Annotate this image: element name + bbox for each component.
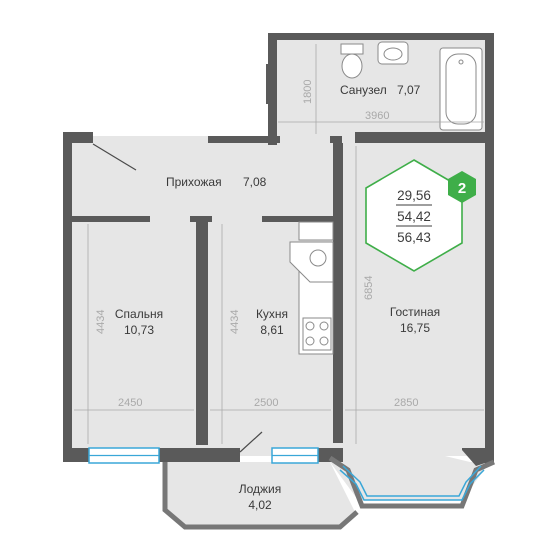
wall-bay-right — [462, 448, 494, 466]
dim-kitchen-height: 4434 — [229, 310, 241, 334]
wall-left-window-stub — [266, 64, 276, 104]
wall-bottom-mid-2 — [318, 448, 343, 462]
kitchen-name: Кухня — [256, 307, 288, 321]
total-with-loggia: 56,43 — [397, 230, 431, 245]
floor-bay — [330, 456, 490, 500]
wall-top-mid-2 — [330, 136, 342, 143]
bay-window-glass — [339, 469, 485, 501]
doors — [92, 143, 263, 453]
floor-loggia — [165, 462, 355, 526]
windows — [88, 447, 319, 464]
bay-window — [328, 455, 496, 509]
kitchen-area: 8,61 — [260, 323, 284, 337]
wall-bottom-left — [63, 448, 91, 462]
toilet-bowl — [341, 53, 363, 79]
bedroom-area: 10,73 — [124, 323, 154, 337]
burner-2 — [319, 321, 329, 331]
loggia-outline — [162, 462, 359, 530]
wall-partition-bed-kitchen — [196, 217, 208, 445]
bathroom-name: Санузел — [340, 83, 387, 97]
hallway-area: 7,08 — [243, 175, 267, 189]
dim-bath-width: 3960 — [365, 110, 389, 122]
dim-living-height: 6854 — [363, 276, 375, 300]
wall-top-left — [63, 132, 93, 143]
dimension-lines — [74, 44, 484, 444]
total-area: 54,42 — [397, 209, 431, 224]
dim-kitchen-width: 2500 — [254, 397, 278, 409]
bathtub-inner — [445, 53, 477, 125]
burner-1 — [305, 321, 315, 331]
toilet-tank — [340, 43, 364, 55]
door-entrance — [92, 143, 137, 171]
wall-bath-right — [485, 33, 494, 138]
loggia-name: Лоджия — [239, 482, 282, 496]
kitchen-fixtures — [289, 221, 334, 355]
wall-bottom-mid — [158, 448, 240, 462]
living-name: Гостиная — [390, 305, 440, 319]
area-summary: 29,56 54,42 56,43 2 — [365, 159, 476, 272]
wall-kitchen-top — [262, 216, 334, 222]
dim-bath-height: 1800 — [302, 80, 314, 104]
wall-bath-bottom — [355, 132, 494, 143]
kitchen-sink-bowl — [309, 249, 327, 267]
bathroom-fixtures — [340, 41, 483, 131]
wall-bed-top-right — [190, 216, 212, 222]
rooms-count-badge — [448, 171, 476, 203]
sink-bowl — [383, 47, 403, 61]
walls — [63, 33, 494, 466]
rooms-count: 2 — [458, 180, 466, 197]
door-loggia — [239, 431, 263, 453]
wall-outer-left — [63, 132, 72, 462]
wall-bath-top — [270, 33, 494, 40]
bedroom-name: Спальня — [115, 307, 163, 321]
wall-partition-kitchen-living — [333, 143, 343, 443]
dim-bedroom-width: 2450 — [118, 397, 142, 409]
bay-window-glass-2 — [342, 465, 482, 497]
bathtub-drain — [458, 59, 464, 65]
wall-top-mid — [208, 136, 280, 143]
burner-4 — [319, 336, 329, 346]
living-area: 16,75 — [400, 321, 430, 335]
dim-bedroom-height: 4434 — [95, 310, 107, 334]
wall-bed-top-left — [72, 216, 150, 222]
hallway-name: Прихожая — [166, 175, 222, 189]
kitchen-top-cabinet — [298, 221, 334, 241]
dim-living-width: 2850 — [394, 397, 418, 409]
burner-3 — [305, 336, 315, 346]
living-area-total: 29,56 — [397, 188, 431, 203]
loggia-area: 4,02 — [248, 498, 272, 512]
bathroom-area: 7,07 — [397, 83, 421, 97]
wall-outer-right — [485, 136, 494, 464]
